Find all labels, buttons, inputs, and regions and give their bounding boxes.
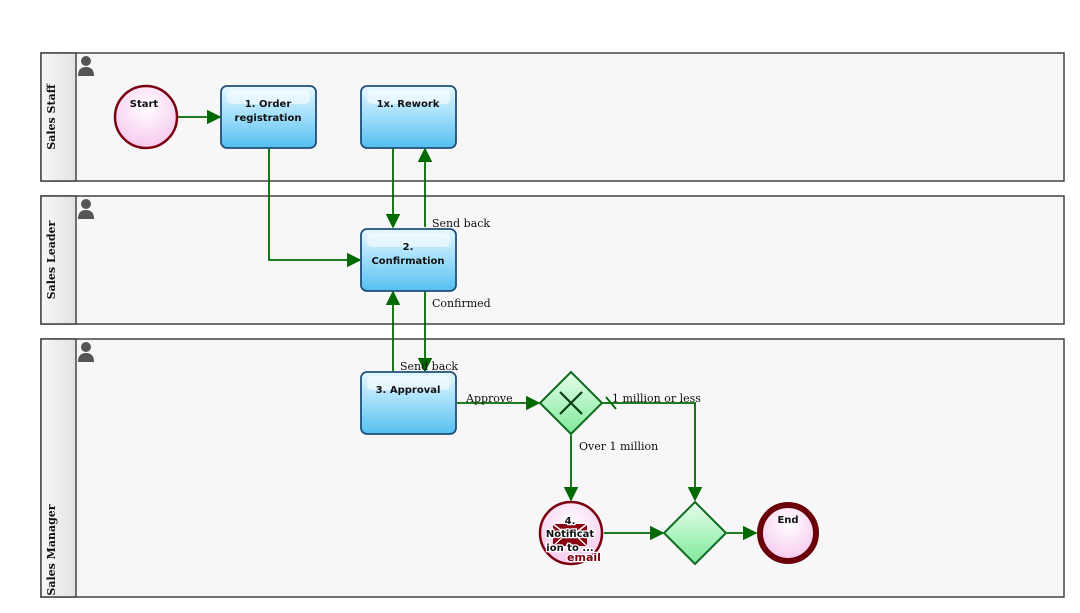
exclusive-gateway[interactable] — [538, 370, 604, 436]
start-event-label: Start — [130, 99, 159, 110]
lane-sales-leader: Sales Leader — [40, 195, 1065, 325]
person-icon — [78, 342, 94, 362]
task-notification-line2: Notificat — [546, 529, 595, 540]
person-icon — [78, 199, 94, 219]
task-order-line1: 1. Order — [245, 99, 292, 110]
task-notification[interactable]: 4. Notificat ion to ... email — [538, 500, 604, 566]
task-order-registration[interactable]: 1. Order registration — [220, 85, 317, 149]
task-notification-badge: email — [567, 551, 601, 564]
lane-title-sales-manager: Sales Manager — [45, 504, 58, 595]
merge-gateway[interactable] — [662, 500, 728, 566]
default-flow-marker — [605, 396, 617, 410]
flow-order-to-confirmation[interactable] — [268, 148, 362, 268]
person-icon — [78, 56, 94, 76]
task-approval-line1: 3. Approval — [376, 385, 441, 396]
task-notification-line1: 4. — [565, 516, 576, 527]
task-approval[interactable]: 3. Approval — [360, 371, 457, 435]
flow-label-approve: Approve — [465, 392, 513, 405]
flow-label-send-back-2: Send back — [400, 360, 458, 373]
task-confirmation[interactable]: 2. Confirmation — [360, 228, 457, 292]
flow-label-send-back-1: Send back — [432, 217, 490, 230]
lane-title-sales-leader: Sales Leader — [45, 220, 58, 299]
x-icon — [559, 391, 583, 415]
flow-label-million-or-less: 1 million or less — [612, 392, 701, 405]
end-event[interactable]: End — [757, 502, 819, 564]
task-rework-line1: 1x. Rework — [377, 99, 440, 110]
task-confirmation-line2: Confirmation — [371, 256, 444, 267]
task-rework[interactable]: 1x. Rework — [360, 85, 457, 149]
flow-label-over-million: Over 1 million — [579, 440, 658, 453]
task-notification-line3: ion to ... — [546, 543, 593, 554]
task-confirmation-line1: 2. — [403, 242, 414, 253]
lane-title-sales-staff: Sales Staff — [45, 83, 58, 149]
envelope-icon — [552, 523, 588, 547]
flow-label-confirmed: Confirmed — [432, 297, 491, 310]
end-event-label: End — [777, 515, 798, 526]
task-order-line2: registration — [235, 113, 302, 124]
flow-million-or-less[interactable] — [602, 402, 703, 502]
start-event[interactable]: Start — [113, 84, 179, 150]
